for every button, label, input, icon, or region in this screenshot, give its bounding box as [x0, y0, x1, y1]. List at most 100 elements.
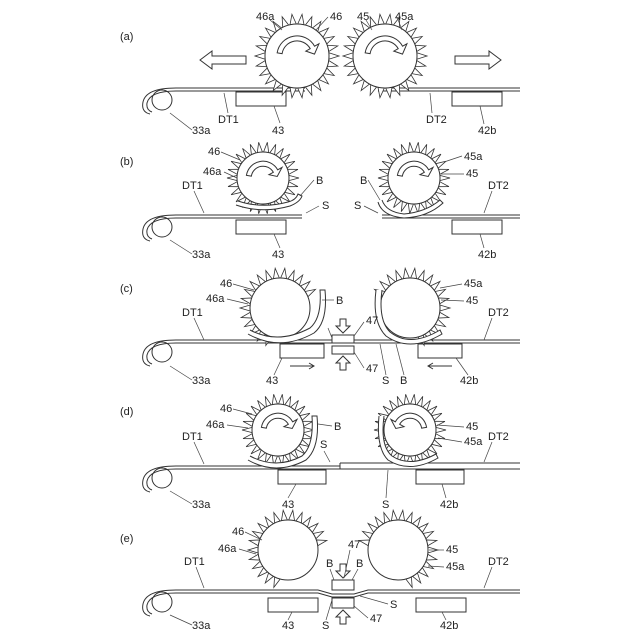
label-b-left: B	[326, 558, 333, 570]
left-pulley	[152, 468, 172, 488]
label-b-left: B	[316, 175, 323, 187]
roller-body	[388, 152, 440, 204]
tooth	[264, 142, 269, 152]
leader-line	[484, 567, 492, 588]
leader-line	[380, 344, 386, 375]
label-46: 46	[330, 11, 342, 23]
right-block	[452, 220, 502, 234]
leader-line	[196, 567, 204, 588]
label-42b: 42b	[440, 499, 458, 511]
press-top	[332, 580, 354, 590]
leader-line	[396, 344, 404, 375]
label-45: 45	[466, 421, 478, 433]
tooth	[404, 394, 409, 404]
leader-line	[224, 93, 228, 113]
label-47-top: 47	[366, 315, 378, 327]
leader-line	[440, 284, 462, 288]
tooth	[440, 305, 450, 311]
label-s-left: S	[322, 200, 329, 212]
label-s-bottom: S	[382, 499, 389, 511]
panel-d: (d)4646aBSS4545aDT1DT233a4342b	[120, 394, 520, 511]
label-47-bottom: 47	[366, 363, 378, 375]
right-block	[416, 598, 466, 612]
leader-line	[227, 425, 248, 428]
label-dt2: DT2	[488, 180, 509, 192]
label-dt1: DT1	[184, 556, 205, 568]
tooth	[298, 14, 304, 24]
label-46: 46	[232, 526, 244, 538]
tooth	[411, 268, 417, 278]
tooth	[415, 142, 420, 152]
label-dt2: DT2	[488, 556, 509, 568]
label-dt1: DT1	[182, 431, 203, 443]
label-46a: 46a	[203, 166, 222, 178]
left-pulley	[152, 342, 172, 362]
leader-line	[438, 438, 462, 442]
roller-body	[265, 24, 329, 88]
label-43: 43	[272, 249, 284, 261]
panel-label: (b)	[120, 156, 133, 168]
tooth	[378, 87, 384, 97]
left-block	[278, 470, 326, 484]
leader-line	[484, 318, 492, 340]
tooth	[240, 305, 250, 311]
label-s-bottom: S	[382, 375, 389, 387]
roller-body	[237, 152, 289, 204]
label-43: 43	[272, 125, 284, 137]
label-45a: 45a	[395, 11, 414, 23]
label-43: 43	[282, 620, 294, 632]
tooth	[386, 87, 392, 97]
tooth	[386, 14, 392, 24]
label-33a: 33a	[192, 375, 211, 387]
label-b: B	[334, 421, 341, 433]
left-roller	[255, 14, 339, 97]
panel-a: (a)46a464545a33aDT143DT242b	[120, 11, 520, 137]
leader-line	[437, 425, 464, 427]
panel-b: (b)4646aBSBS45a45DT1DT233a4342b	[120, 142, 520, 261]
leader-line	[484, 191, 492, 213]
label-46: 46	[220, 403, 232, 415]
tooth	[290, 14, 296, 24]
label-33a: 33a	[192, 499, 211, 511]
label-dt1: DT1	[182, 180, 203, 192]
leader-line	[364, 206, 378, 213]
tooth	[436, 427, 446, 432]
leader-line	[170, 113, 192, 130]
left-pulley	[152, 217, 172, 237]
roller-body	[250, 278, 310, 338]
leader-line	[354, 352, 364, 368]
label-b-bottom: B	[400, 375, 407, 387]
left-tape-outer	[143, 340, 520, 366]
label-46a: 46a	[206, 293, 225, 305]
tooth	[289, 175, 299, 180]
leader-line	[274, 358, 282, 375]
press-bottom	[332, 346, 354, 354]
leader-line	[480, 106, 484, 124]
label-b-right: B	[360, 175, 367, 187]
move-right-arrow-icon	[455, 51, 501, 69]
leader-line	[274, 234, 280, 248]
leader-line	[170, 615, 192, 625]
leader-line	[233, 284, 254, 290]
label-42b: 42b	[440, 620, 458, 632]
tooth	[329, 53, 339, 59]
panel-label: (e)	[120, 533, 133, 545]
leader-line	[442, 612, 446, 620]
left-block	[236, 220, 286, 234]
leader-line	[328, 328, 332, 338]
label-45a: 45a	[464, 151, 483, 163]
leader-line	[360, 596, 388, 604]
tooth	[227, 175, 237, 180]
press-up-arrow-icon	[336, 356, 350, 370]
leader-line	[354, 322, 364, 336]
label-42b: 42b	[460, 375, 478, 387]
tooth	[290, 87, 296, 97]
leader-line	[368, 180, 380, 200]
leader-line	[354, 606, 368, 618]
leader-line	[274, 106, 280, 123]
leader-line	[288, 484, 296, 498]
tooth	[255, 53, 265, 59]
label-42b: 42b	[478, 249, 496, 261]
tooth	[391, 510, 397, 520]
label-45: 45	[357, 11, 369, 23]
